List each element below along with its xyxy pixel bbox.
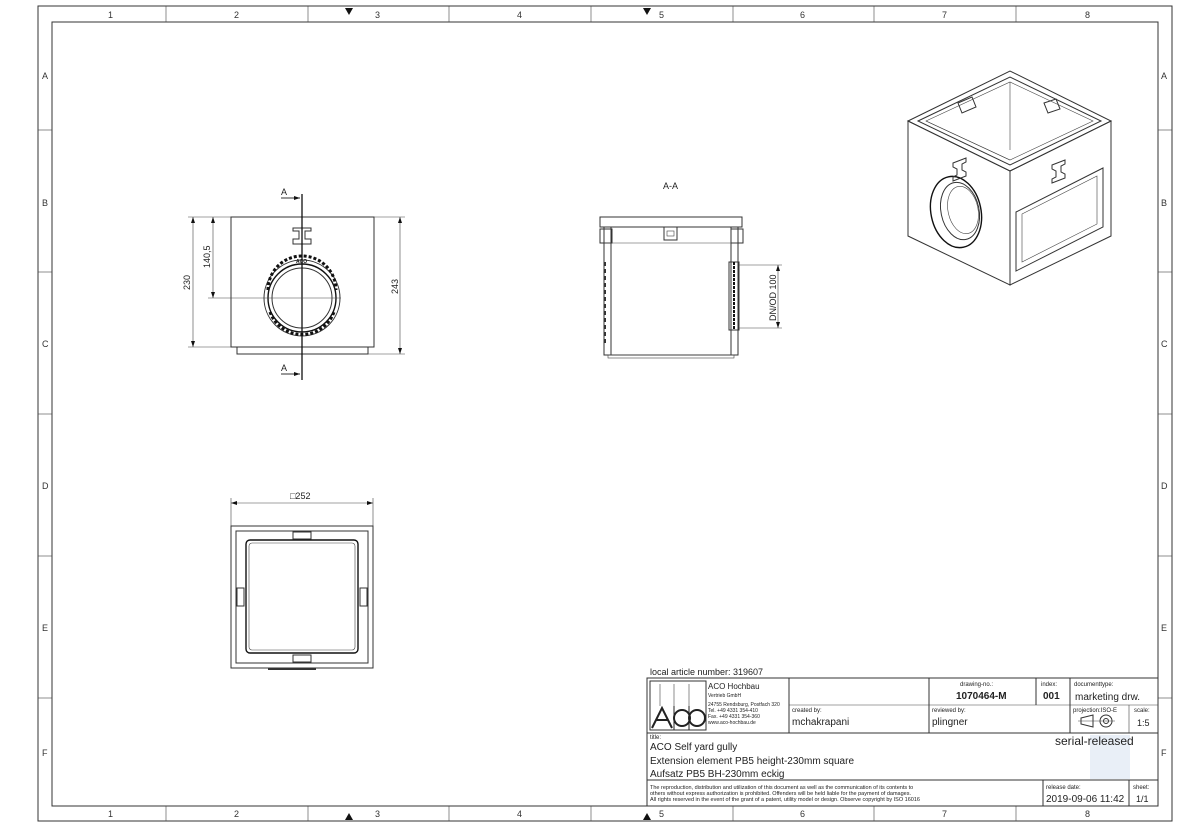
title-line-2: Extension element PB5 height-230mm squar… xyxy=(650,756,854,767)
zone-col-3-bottom: 3 xyxy=(375,809,380,819)
zone-col-1-bottom: 1 xyxy=(108,809,113,819)
zone-col-2-bottom: 2 xyxy=(234,809,239,819)
isometric-view xyxy=(906,70,1113,286)
zone-col-8-bottom: 8 xyxy=(1085,809,1090,819)
dim-height-total: 243 xyxy=(390,279,400,294)
title-block: local article number: 319607 ACO Hochbau… xyxy=(646,667,1159,807)
zone-col-8: 8 xyxy=(1085,10,1090,20)
company-fax: Fax. +49 4331 354-360 xyxy=(708,714,760,720)
zone-row-e: E xyxy=(42,623,48,633)
title-label: title: xyxy=(650,735,661,741)
doctype-value: marketing drw. xyxy=(1075,692,1140,703)
zone-row-a: A xyxy=(42,71,48,81)
drawing-no: 1070464-M xyxy=(956,691,1007,702)
zone-col-5: 5 xyxy=(659,10,664,20)
zone-row-b-right: B xyxy=(1161,198,1167,208)
zone-col-1: 1 xyxy=(108,10,113,20)
zone-row-f: F xyxy=(42,748,48,758)
legal-line-2: others without express authorization is … xyxy=(650,791,911,797)
front-view: ACO A A 230 140,5 243 xyxy=(182,187,405,380)
zone-ticks xyxy=(38,6,1172,821)
legal-line-3: All rights reserved in the event of the … xyxy=(650,797,920,803)
zone-labels-top: 1 2 3 4 5 6 7 8 xyxy=(108,10,1090,20)
company-tel: Tel. +49 4331 354-410 xyxy=(708,708,758,714)
zone-row-a-right: A xyxy=(1161,71,1167,81)
scale-label: scale: xyxy=(1134,708,1150,714)
zone-col-6-bottom: 6 xyxy=(800,809,805,819)
aco-logo xyxy=(651,684,706,730)
zone-col-4-bottom: 4 xyxy=(517,809,522,819)
dim-height-axis: 140,5 xyxy=(202,245,212,268)
scale-value: 1:5 xyxy=(1137,718,1150,728)
company-web: www.aco-hochbau.de xyxy=(708,720,756,726)
dim-height-outer: 230 xyxy=(182,275,192,290)
zone-col-4: 4 xyxy=(517,10,522,20)
zone-col-7: 7 xyxy=(942,10,947,20)
center-mark-top-right xyxy=(643,8,651,15)
zone-col-6: 6 xyxy=(800,10,805,20)
company-name: ACO Hochbau xyxy=(708,682,760,691)
zone-labels-right: A B C D E F xyxy=(1161,71,1168,758)
index-label: index: xyxy=(1041,682,1057,688)
title-line-1: ACO Self yard gully xyxy=(650,742,737,753)
zone-col-7-bottom: 7 xyxy=(942,809,947,819)
section-view: A-A DN/OD 100 xyxy=(599,181,782,359)
reviewed-by-label: reviewed by: xyxy=(932,708,966,714)
section-marker-top: A xyxy=(281,187,287,197)
section-title: A-A xyxy=(663,181,678,191)
zone-row-f-right: F xyxy=(1161,748,1167,758)
projection-label: projection:ISO-E xyxy=(1073,708,1117,714)
zone-row-d-right: D xyxy=(1161,481,1168,491)
reviewed-by: plingner xyxy=(932,717,968,728)
company-address: 24755 Rendsburg, Postfach 320 xyxy=(708,702,780,708)
sheet-value: 1/1 xyxy=(1136,794,1149,804)
dim-square: □252 xyxy=(290,491,310,501)
outer-frame xyxy=(37,5,1173,822)
projection-symbol xyxy=(1078,714,1115,728)
zone-row-c: C xyxy=(42,339,49,349)
release-date-label: release date: xyxy=(1046,785,1081,791)
center-mark-bottom-right xyxy=(643,813,651,820)
top-view: □252 xyxy=(230,491,374,670)
center-mark-bottom-left xyxy=(345,813,353,820)
title-line-3: Aufsatz PB5 BH-230mm eckig xyxy=(650,769,785,780)
status-stamp: serial-released xyxy=(1055,734,1134,748)
zone-labels-bottom: 1 2 3 4 5 6 7 8 xyxy=(108,809,1090,819)
zone-row-d: D xyxy=(42,481,49,491)
zone-col-3: 3 xyxy=(375,10,380,20)
zone-row-c-right: C xyxy=(1161,339,1168,349)
dim-pipe: DN/OD 100 xyxy=(768,274,778,321)
created-by: mchakrapani xyxy=(792,717,849,728)
created-by-label: created by: xyxy=(792,708,822,714)
doctype-label: documenttype: xyxy=(1074,682,1114,688)
company-sub: Vertrieb GmbH xyxy=(708,693,741,699)
inner-frame xyxy=(51,21,1159,807)
local-article-number: local article number: 319607 xyxy=(650,667,763,677)
sheet-label: sheet: xyxy=(1133,785,1150,791)
zone-col-2: 2 xyxy=(234,10,239,20)
zone-row-e-right: E xyxy=(1161,623,1167,633)
release-date: 2019-09-06 11:42 xyxy=(1046,794,1125,805)
legal-line-1: The reproduction, distribution and utili… xyxy=(650,785,913,791)
index-value: 001 xyxy=(1043,691,1060,702)
section-marker-bottom: A xyxy=(281,363,287,373)
zone-labels-left: A B C D E F xyxy=(42,71,49,758)
drawing-no-label: drawing-no.: xyxy=(960,682,993,688)
center-mark-top-left xyxy=(345,8,353,15)
zone-row-b: B xyxy=(42,198,48,208)
zone-col-5-bottom: 5 xyxy=(659,809,664,819)
